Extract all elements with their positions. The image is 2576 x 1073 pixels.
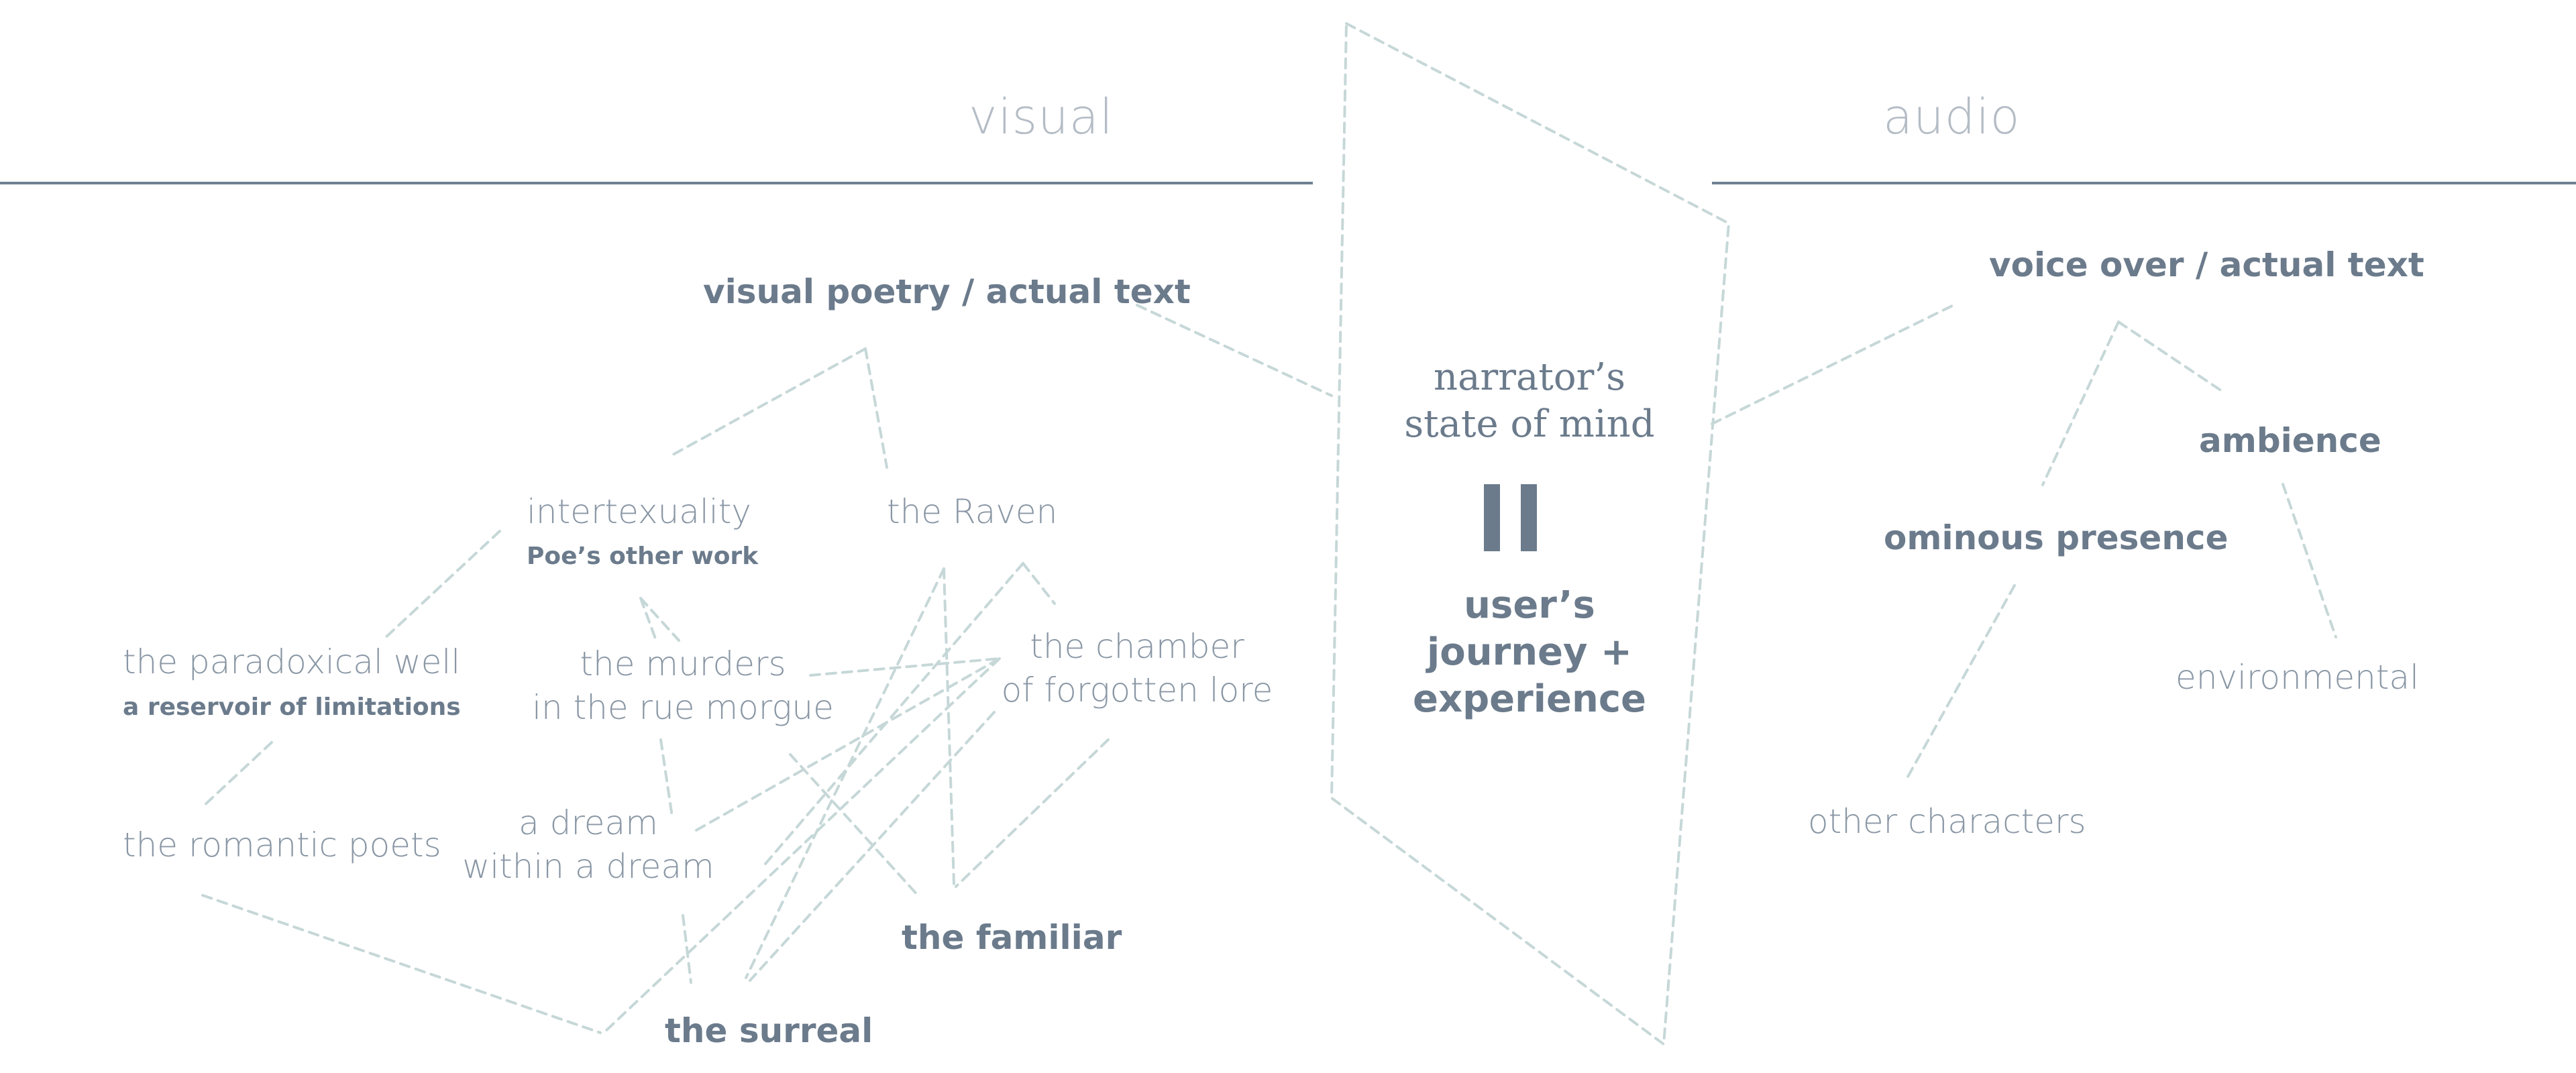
link-raven-crossing	[760, 562, 1024, 870]
chamber-line-2: of forgotten lore	[1001, 671, 1273, 710]
dream-line-2: within a dream	[462, 847, 714, 886]
users-label: user’s	[1464, 583, 1595, 627]
node-other-characters: other characters	[1808, 802, 2086, 841]
node-paradoxical-well: the paradoxical well	[123, 642, 461, 681]
center-bottom-text: user’s journey + experience	[1413, 582, 1646, 723]
link-ambience-environmental	[2282, 483, 2337, 638]
node-intertexuality: intertexuality	[527, 492, 751, 531]
audio-header: audio	[1883, 89, 2021, 145]
node-environmental: environmental	[2176, 658, 2419, 697]
link-murders-chamber	[809, 657, 1001, 677]
link-poetry-intertext	[672, 347, 867, 456]
link-ominous-other	[1906, 584, 2016, 779]
node-dream: a dream within a dream	[462, 801, 714, 889]
link-chamber-familiar	[955, 738, 1110, 888]
node-voice-over: voice over / actual text	[1989, 245, 2424, 284]
node-murders: the murders in the rue morgue	[532, 642, 834, 730]
link-voice-ambience	[2117, 321, 2225, 394]
node-visual-poetry: visual poetry / actual text	[703, 272, 1191, 311]
link-raven-familiar	[943, 567, 955, 885]
link-romantic-surreal	[201, 894, 602, 1034]
link-dream-surreal	[682, 914, 692, 984]
node-reservoir: a reservoir of limitations	[123, 693, 461, 721]
link-murders-dream	[659, 738, 674, 818]
link-intertext-murders-a	[639, 597, 657, 642]
node-the-familiar: the familiar	[902, 918, 1122, 957]
node-the-surreal: the surreal	[665, 1011, 873, 1050]
murders-line-1: the murders	[580, 644, 786, 683]
node-chamber: the chamber of forgotten lore	[1002, 625, 1273, 712]
chamber-line-1: the chamber	[1030, 627, 1244, 666]
experience-label: experience	[1412, 677, 1647, 721]
equals-bar-right	[1521, 484, 1537, 551]
link-voice-ominous	[2041, 321, 2120, 486]
link-poetry-center	[1136, 304, 1333, 397]
link-poetry-raven	[864, 347, 888, 469]
node-the-raven: the Raven	[887, 492, 1058, 531]
node-ominous-presence: ominous presence	[1884, 518, 2229, 557]
equals-bar-left	[1484, 484, 1500, 551]
visual-header: visual	[969, 89, 1114, 145]
link-center-voice	[1711, 304, 1955, 425]
node-poes-other-work: Poe’s other work	[527, 543, 759, 570]
murders-line-2: in the rue morgue	[532, 688, 834, 727]
center-top-text: narrator’s state of mind	[1404, 354, 1654, 448]
link-paradox-romantic	[200, 741, 273, 809]
journey-label: journey +	[1427, 630, 1632, 674]
node-romantic-poets: the romantic poets	[123, 826, 441, 864]
state-of-mind-label: state of mind	[1404, 402, 1655, 446]
link-chamber-surreal-b	[602, 657, 1001, 1034]
dream-line-1: a dream	[519, 803, 658, 842]
link-dream-chamber	[695, 657, 1001, 832]
central-plane	[1330, 21, 1731, 1047]
link-raven-chamber	[1022, 562, 1056, 605]
narrators-label: narrator’s	[1434, 355, 1625, 399]
link-murders-familiar	[789, 753, 920, 898]
link-raven-surreal	[745, 567, 945, 979]
link-intertext-murders-b	[639, 597, 680, 642]
link-intertext-paradox	[381, 530, 501, 642]
node-ambience: ambience	[2199, 421, 2381, 460]
link-chamber-surreal	[749, 711, 996, 982]
